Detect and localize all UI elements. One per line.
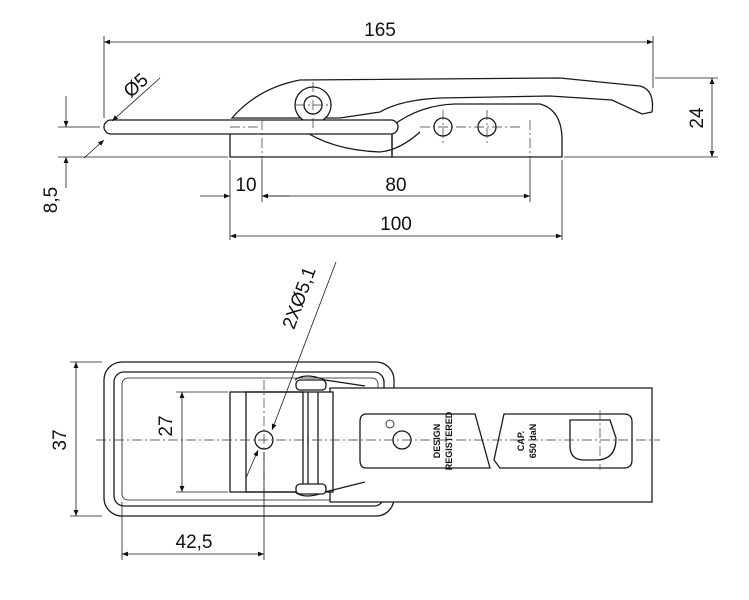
dim-hole-diameter: 2XØ5,1 — [279, 264, 321, 332]
label-capacity: 650 daN — [528, 424, 538, 459]
top-view: DESIGN REGISTERED CAP. 650 daN 37 27 42,… — [50, 261, 660, 560]
lever-plate — [329, 387, 653, 503]
side-view: 165 24 8,5 Ø5 10 80 100 — [41, 20, 718, 240]
dim-hole-width: 27 — [156, 415, 177, 436]
dim-base-offset: 8,5 — [41, 187, 62, 213]
label-registered: REGISTERED — [444, 411, 454, 470]
label-design: DESIGN — [432, 424, 442, 459]
lever-body — [230, 77, 654, 119]
label-cap: CAP. — [516, 431, 526, 451]
label-plate — [359, 413, 491, 469]
base-plate-rear — [391, 103, 563, 158]
lever-lower-curve — [299, 127, 421, 153]
dim-height: 24 — [687, 107, 708, 129]
capacity-plate — [493, 413, 633, 469]
dim-overall-length: 165 — [364, 20, 396, 41]
dim-base-length: 100 — [380, 214, 412, 235]
dim-hole-position: 42,5 — [176, 532, 213, 553]
dim-width: 37 — [50, 429, 71, 450]
padlock-slot — [569, 419, 617, 461]
dim-hole-spacing: 80 — [385, 175, 406, 196]
dim-slot-offset: 10 — [235, 175, 256, 196]
dim-pin-diameter: Ø5 — [120, 70, 153, 103]
